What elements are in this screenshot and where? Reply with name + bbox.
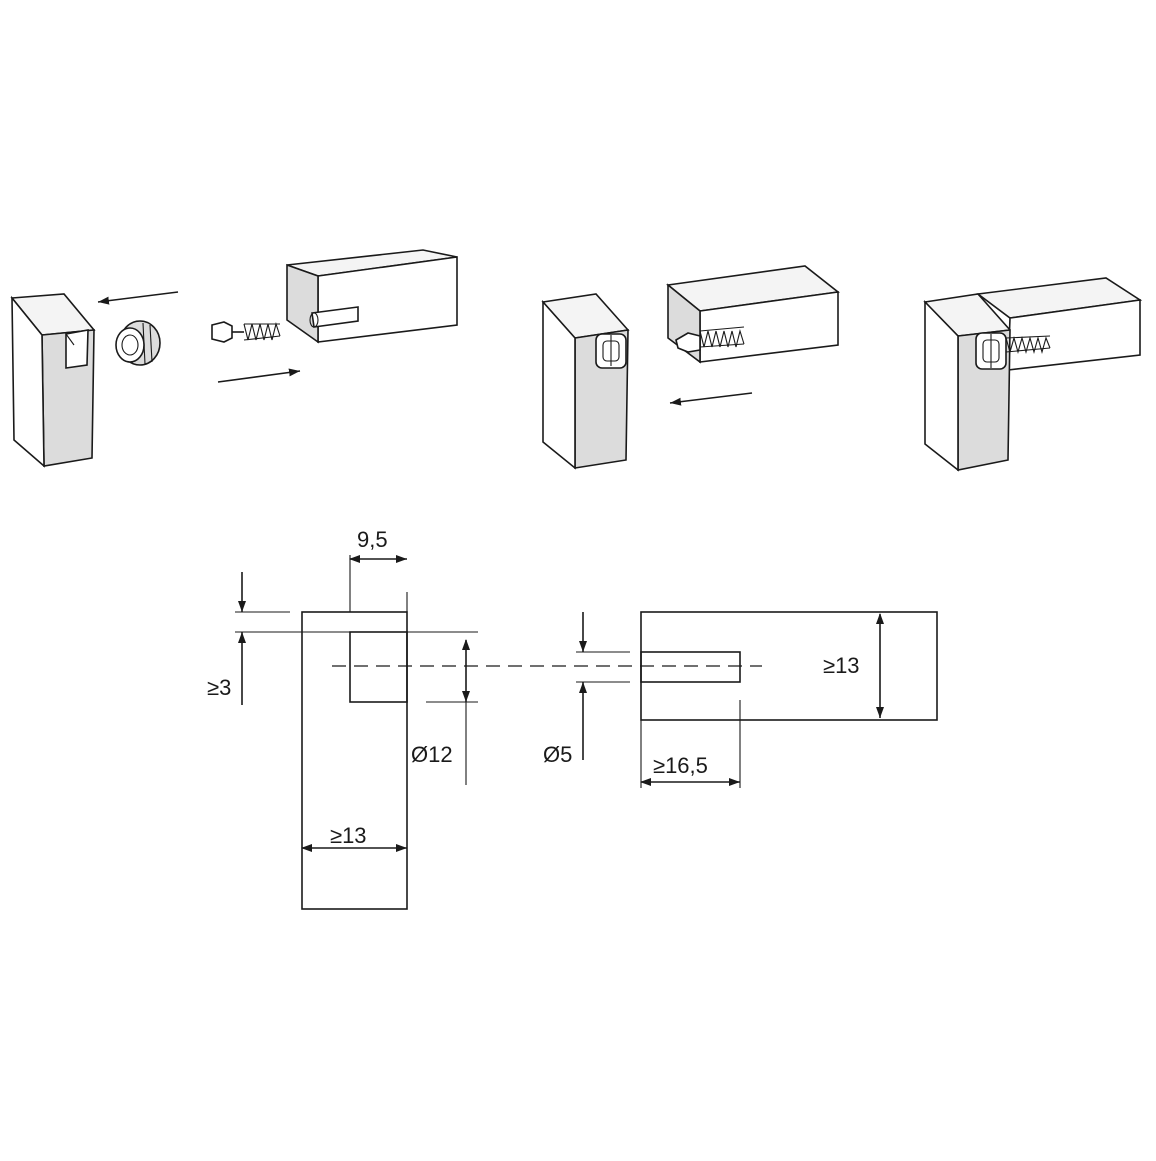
upright-block-step1 — [10, 293, 96, 468]
dim-label-hole-large: Ø12 — [411, 742, 453, 767]
dim-label-hole-small: Ø5 — [543, 742, 572, 767]
step-1-exploded-view — [10, 249, 458, 468]
arrow-insert-housing — [97, 291, 179, 305]
panel-outline — [301, 611, 408, 910]
dim-label-panel-width: ≥13 — [330, 823, 367, 848]
dim-label-depth: 9,5 — [357, 527, 388, 552]
connecting-bolt-icon — [211, 321, 281, 343]
rail-section-drawing: Ø5 ≥13 ≥16,5 — [543, 611, 938, 788]
cam-hole-outline — [349, 631, 408, 703]
dim-label-rail-height: ≥13 — [823, 653, 860, 678]
panel-section-drawing: 9,5 ≥3 Ø12 ≥13 — [207, 527, 478, 910]
dim-label-offset: ≥3 — [207, 675, 231, 700]
step-3-assembled-view — [923, 277, 1143, 472]
assembled-upright-side — [924, 300, 959, 472]
upright-block-step2 — [541, 293, 630, 470]
bolt-hole-outline — [640, 651, 741, 683]
assembled-fitting-icon — [975, 332, 1051, 370]
dim-label-drill-depth: ≥16,5 — [653, 753, 708, 778]
bolt-installed-icon — [675, 326, 745, 353]
cam-housing-icon — [115, 320, 161, 366]
arrow-insert-bolt — [217, 368, 301, 383]
arrow-push-rail — [669, 392, 753, 406]
cam-housing-installed-icon — [595, 333, 627, 369]
step-2-insertion-view — [541, 265, 840, 470]
rail-block-step1 — [286, 249, 458, 344]
